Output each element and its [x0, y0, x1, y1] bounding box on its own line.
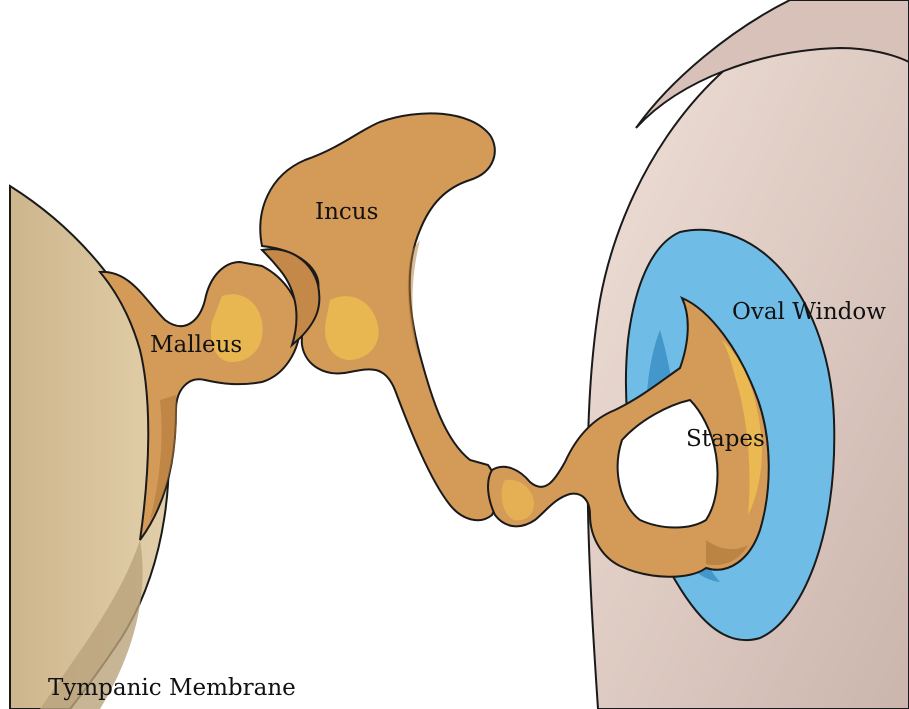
oval-window-label: Oval Window: [732, 301, 886, 324]
tympanic-membrane-label: Tympanic Membrane: [48, 677, 296, 700]
tympanic-membrane: [10, 186, 169, 709]
malleus-label: Malleus: [150, 334, 242, 357]
stapes-label: Stapes: [686, 428, 765, 451]
incus-bone: [260, 113, 497, 520]
incus-label: Incus: [315, 201, 378, 224]
